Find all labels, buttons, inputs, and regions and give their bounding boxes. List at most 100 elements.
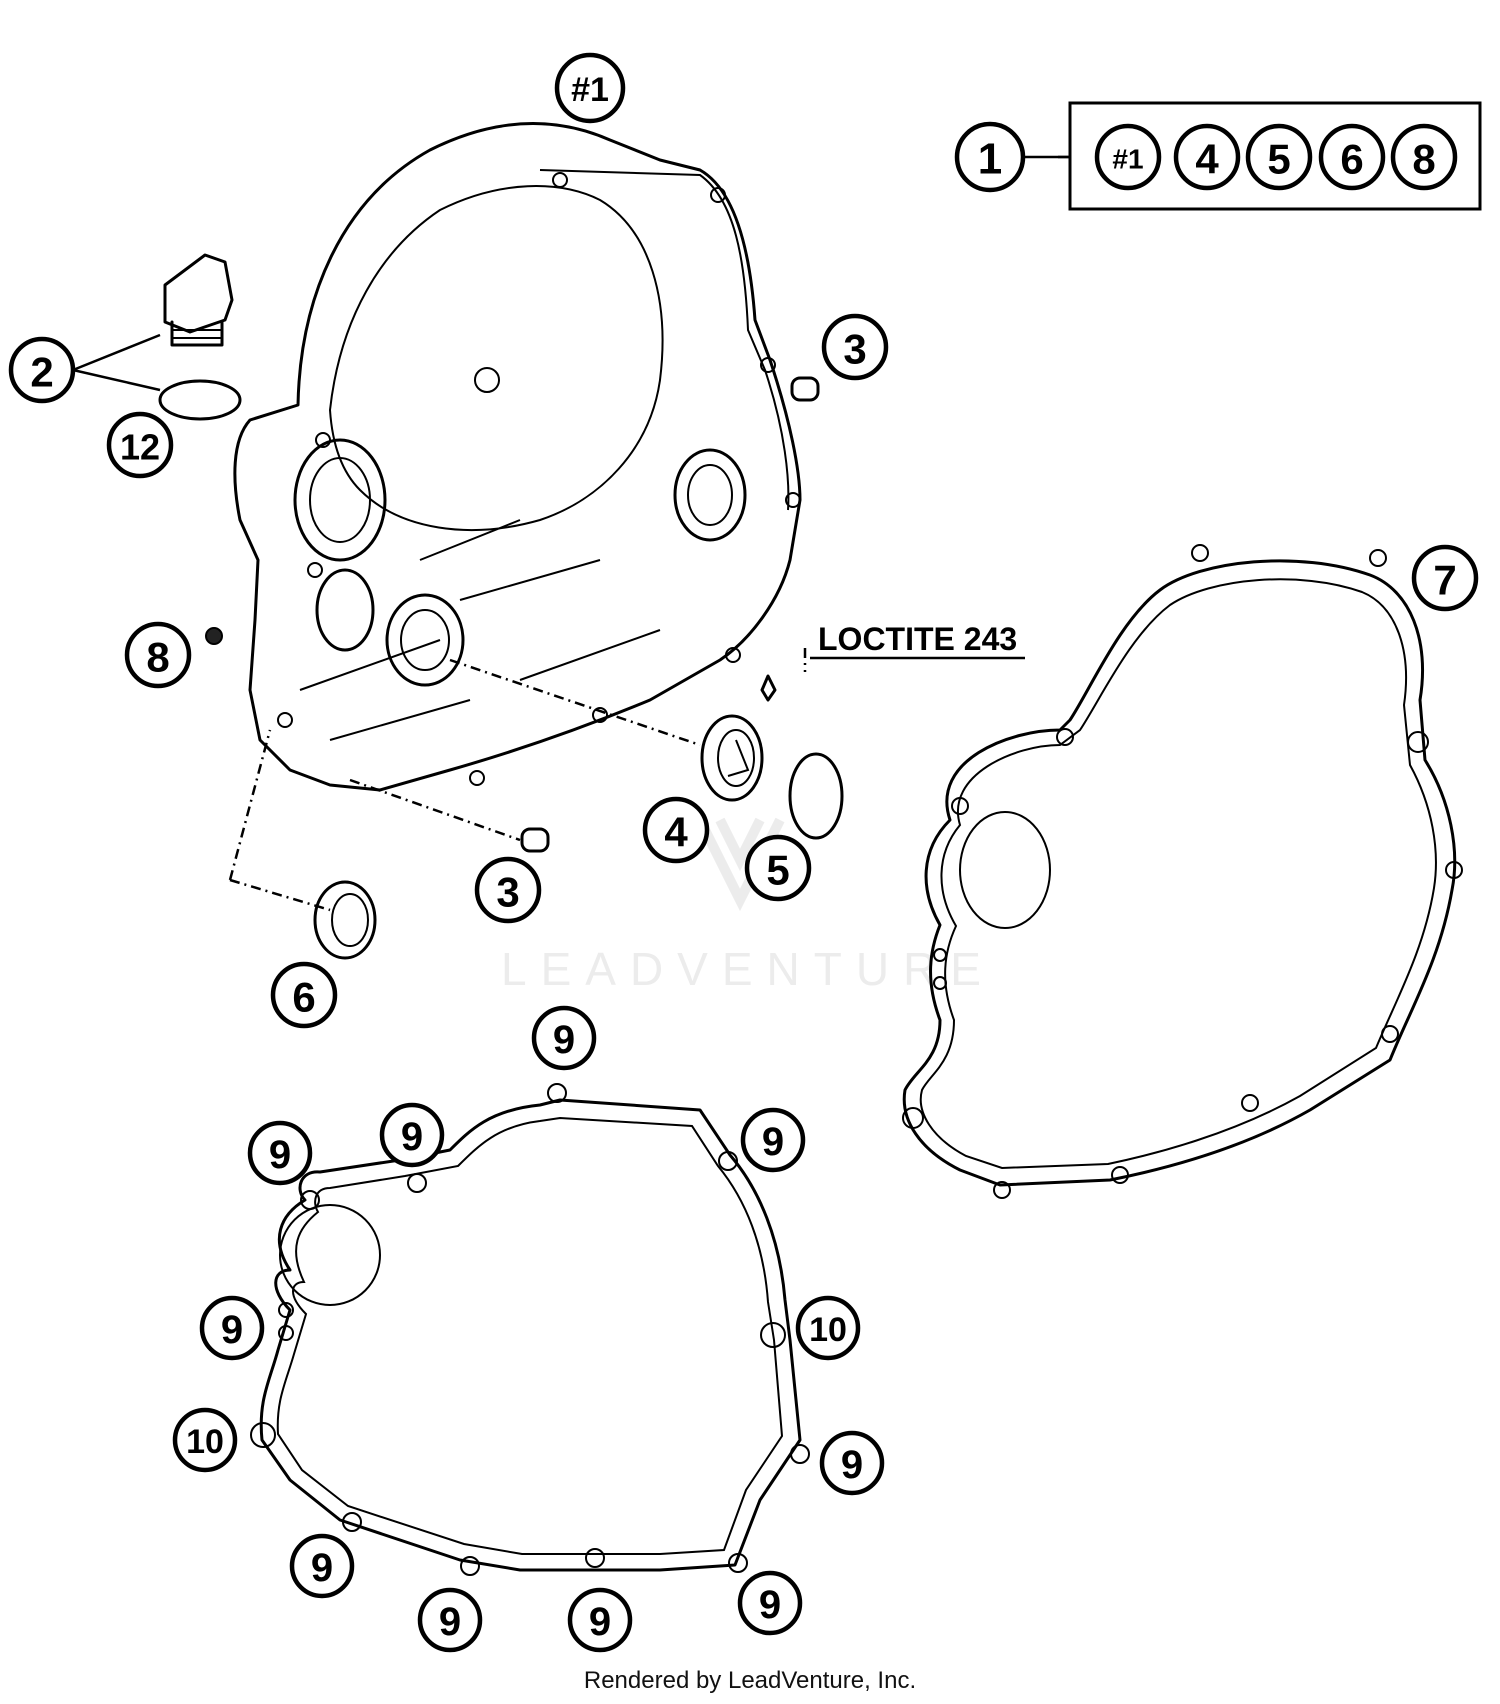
callout-circle (1094, 123, 1162, 191)
callout-circle (1173, 123, 1241, 191)
callout-circle (1318, 123, 1386, 191)
callout-circle (1390, 123, 1458, 191)
loctite-note: LOCTITE 243 (818, 621, 1017, 657)
clutch-cover-bolt-hole (469, 770, 485, 786)
callout-circle (567, 1587, 633, 1653)
clutch-cover-bolt-hole (710, 187, 726, 203)
callout-o-ring-plug: 12 (106, 411, 174, 479)
callout-label: 9 (221, 1308, 243, 1352)
callout-circle (821, 313, 889, 381)
callout-gasket-screw: 9 (379, 1102, 445, 1168)
clutch-cover-flange (539, 169, 790, 511)
callout-circle (379, 1102, 445, 1168)
clutch-cover-ribs (299, 519, 661, 741)
oil-seal-6 (313, 880, 377, 960)
clutch-cover-bolt-hole (552, 172, 568, 188)
callout-kit-item: 5 (1245, 123, 1313, 191)
watermark: LEADVENTURE (501, 817, 995, 995)
clutch-cover-bolt-hole (592, 707, 608, 723)
callout-circle (954, 121, 1026, 193)
clutch-cover-bolt-hole (725, 647, 741, 663)
callout-label: 8 (1412, 136, 1435, 183)
callout-circle (1245, 123, 1313, 191)
callout-label: 1 (978, 135, 1002, 184)
callout-plug-small: 8 (124, 621, 192, 689)
plug-small (205, 627, 223, 645)
callout-circle (795, 1295, 861, 1361)
callout-label: 9 (401, 1115, 423, 1159)
callout-circle (1411, 544, 1479, 612)
callout-label: 5 (1267, 136, 1290, 183)
shaft-seal (700, 714, 764, 802)
callout-circle (744, 834, 812, 902)
callout-circle (417, 1587, 483, 1653)
callout-kit-parent: 1 (954, 121, 1026, 193)
callout-gasket-screw: 10 (172, 1407, 238, 1473)
footer-credit: Rendered by LeadVenture, Inc. (584, 1667, 916, 1694)
callout-kit-item: #1 (1094, 123, 1162, 191)
callout-label: 9 (759, 1583, 781, 1627)
callout-gasket-screw: 9 (247, 1120, 313, 1186)
clutch-cover-bolt-hole (760, 357, 776, 373)
dowel-pin-lower (520, 827, 550, 853)
callout-label: 8 (146, 634, 169, 681)
callout-circle (8, 336, 76, 404)
callout-label: 7 (1433, 557, 1456, 604)
oil-plug-thread-lines (172, 329, 222, 339)
callout-label: 3 (496, 869, 519, 916)
callout-gasket-screw: 9 (819, 1430, 885, 1496)
callout-circle (270, 961, 338, 1029)
clutch-cover-lower-boss (315, 568, 375, 652)
watermark-text: LEADVENTURE (501, 943, 995, 995)
callout-label: 9 (269, 1133, 291, 1177)
callout-o-ring-5: 5 (744, 834, 812, 902)
callout-label: 12 (120, 427, 160, 468)
clutch-cover-shaft-boss (385, 593, 465, 687)
callout-kit-item: 4 (1173, 123, 1241, 191)
callout-label: 9 (311, 1546, 333, 1590)
callout-label: 4 (664, 809, 688, 856)
gasket-lower-outline (259, 1098, 802, 1572)
callout-gasket-screw: 9 (737, 1570, 803, 1636)
callout-circle (737, 1570, 803, 1636)
callout-circle (289, 1533, 355, 1599)
callout-shaft-seal: 4 (642, 796, 710, 864)
callout-cover: #1 (554, 52, 626, 124)
callout-label: 3 (843, 326, 866, 373)
gasket-screw-layout (250, 1083, 810, 1576)
callout-gasket: 7 (1411, 544, 1479, 612)
clutch-cover-right-boss-bore (687, 464, 733, 526)
callout-label: 10 (809, 1311, 847, 1349)
clutch-cover-bolt-hole (307, 562, 323, 578)
callout-circle (124, 621, 192, 689)
callout-label: 9 (553, 1018, 575, 1062)
callout-circle (474, 856, 542, 924)
clutch-cover-bolt-hole (277, 712, 293, 728)
clutch-cover-left-boss-bore (309, 457, 371, 543)
callout-dowel-lower: 3 (474, 856, 542, 924)
callout-label: 9 (439, 1600, 461, 1644)
callout-gasket-screw: 9 (740, 1107, 806, 1173)
clutch-cover-bolt-hole (315, 432, 331, 448)
callout-label: 9 (762, 1120, 784, 1164)
clutch-cover-left-boss (293, 438, 387, 562)
callout-kit-item: 6 (1318, 123, 1386, 191)
oil-plug-thread (170, 320, 224, 347)
clutch-cover-hole (474, 367, 500, 393)
callout-circle (642, 796, 710, 864)
callout-seal-6: 6 (270, 961, 338, 1029)
callout-gasket-screw: 9 (289, 1533, 355, 1599)
callout-circle (554, 52, 626, 124)
callout-label: 6 (292, 974, 315, 1021)
callout-circle (531, 1005, 597, 1071)
callout-label: 9 (589, 1600, 611, 1644)
clutch-cover-bolt-hole (785, 492, 801, 508)
gasket-7-large-hole (959, 811, 1051, 929)
callout-label: 4 (1195, 136, 1219, 183)
callout-gasket-screw: 9 (199, 1295, 265, 1361)
oil-filler-plug (163, 253, 234, 347)
gasket-7-outline (902, 559, 1457, 1187)
loctite-screw (760, 674, 777, 702)
callout-circle (740, 1107, 806, 1173)
